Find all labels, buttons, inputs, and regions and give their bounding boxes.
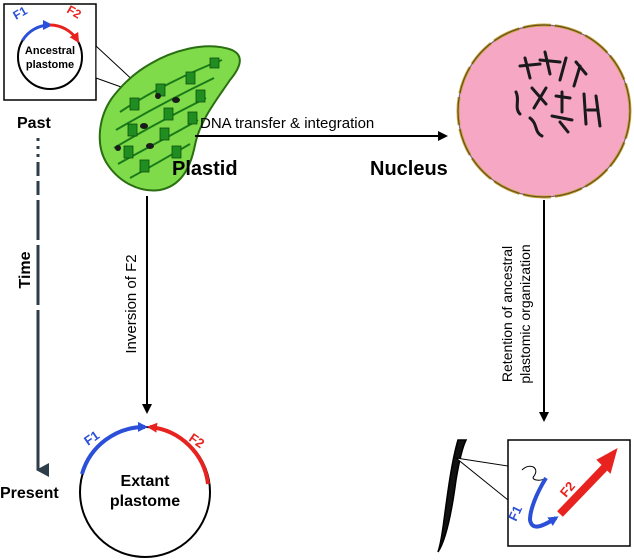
ancestral-f1-label: F1 (11, 3, 30, 22)
nuclear-f1-label: F1 (505, 503, 525, 523)
retention-label-line1: Retention of ancestral (499, 246, 515, 382)
ancestral-label-line2: plastome (26, 59, 74, 71)
chromosome-icon (437, 439, 468, 553)
plastid-label: Plastid (172, 158, 238, 180)
extant-plastome: F1 F2 Extant plastome (79, 421, 211, 558)
nuclear-f2-arrow (557, 461, 611, 517)
plastid-icon (98, 45, 241, 192)
extant-label-line1: Extant (121, 473, 171, 490)
retention-label-line2: plastomic organization (517, 244, 533, 383)
ancestral-f2-label: F2 (65, 2, 84, 21)
ancestral-plastome-inset: F1 F2 Ancestral plastome (3, 2, 153, 101)
nuclear-f1-arc (527, 476, 559, 529)
nuclear-f2-arrowhead (596, 447, 618, 474)
extant-f2-label: F2 (186, 430, 207, 451)
dna-squiggle (521, 465, 547, 481)
past-label: Past (17, 115, 51, 132)
chromosome-cluster (514, 50, 602, 138)
extant-f1-arc (80, 421, 148, 475)
time-label: Time (17, 251, 34, 288)
ancestral-f2-arc (49, 23, 80, 44)
nuclear-inset: F1 F2 (505, 439, 631, 547)
extant-label-line2: plastome (110, 493, 180, 510)
nuclear-f2-label: F2 (557, 479, 578, 500)
inversion-label: Inversion of F2 (123, 254, 140, 353)
extant-f2-arc (147, 422, 210, 485)
ancestral-f1-arc (21, 19, 53, 42)
present-label: Present (0, 485, 59, 502)
nucleus-label: Nucleus (370, 158, 448, 180)
ancestral-label-line1: Ancestral (25, 45, 75, 57)
dna-transfer-label: DNA transfer & integration (200, 115, 374, 132)
extant-f1-label: F1 (81, 427, 102, 448)
chromosome-zoom-wedge (454, 457, 509, 502)
nucleus-icon (456, 23, 632, 199)
